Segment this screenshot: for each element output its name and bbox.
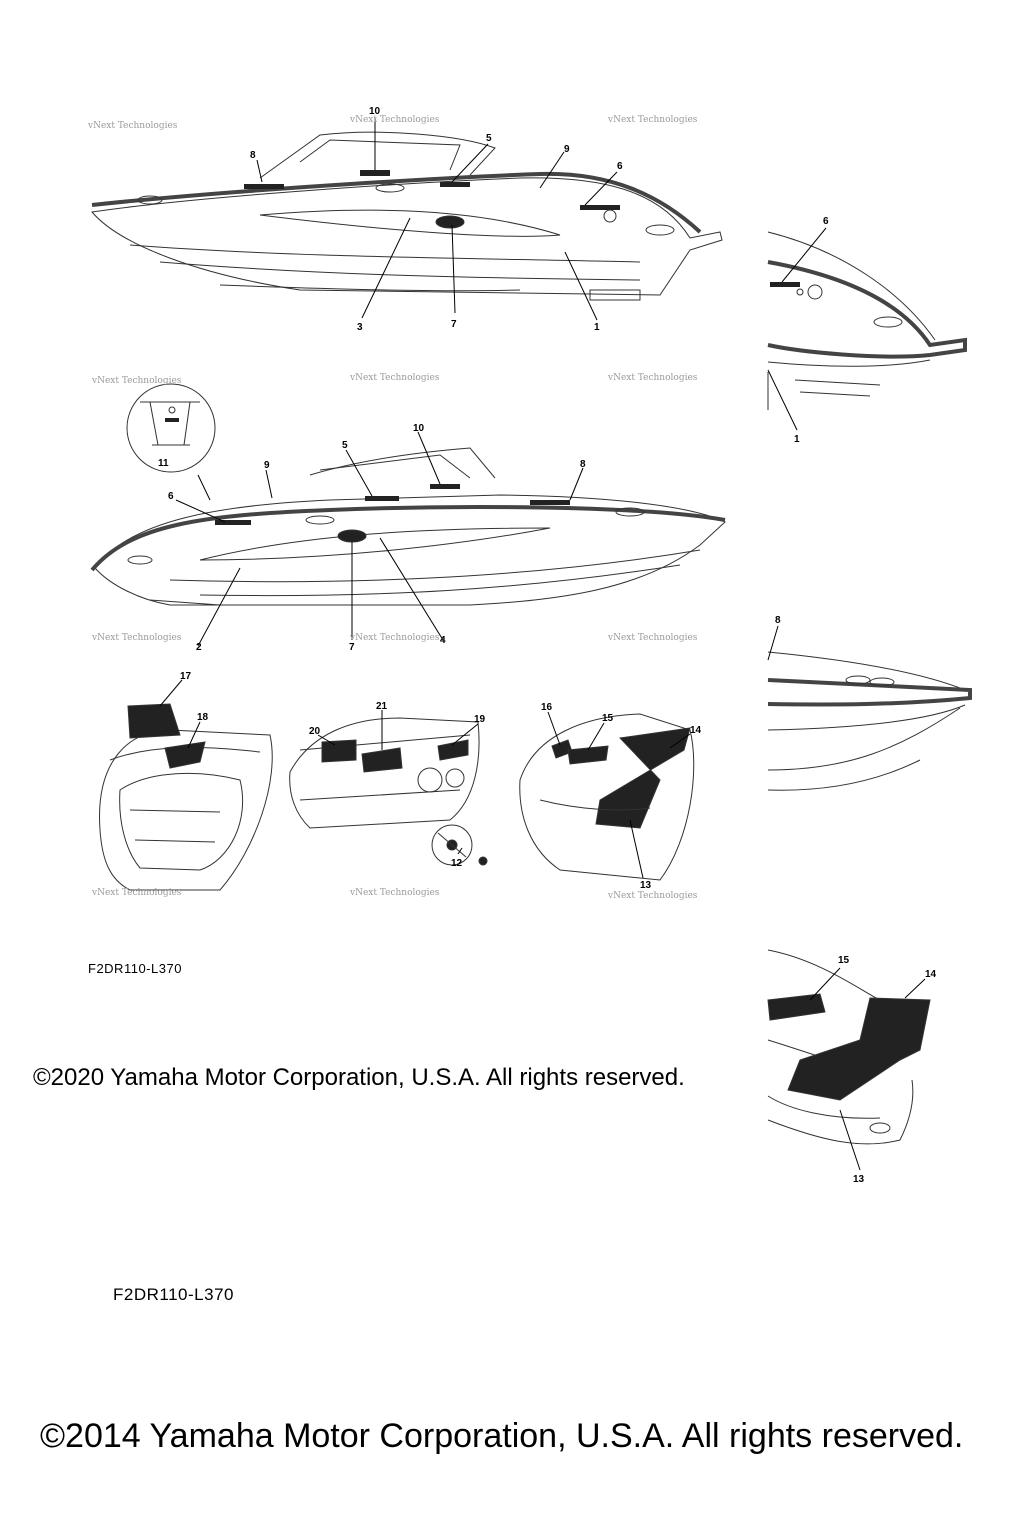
callout-19: 19 <box>474 714 486 725</box>
top-detail-leaders <box>767 227 827 431</box>
callout-12: 12 <box>451 858 463 869</box>
callout-14-detail: 14 <box>925 969 937 980</box>
callout-8: 8 <box>250 150 256 161</box>
callout-1-detail: 1 <box>794 434 800 445</box>
diagram-code: F2DR110-L370 <box>88 961 182 976</box>
callout-10: 10 <box>369 106 381 117</box>
watermark: vNext Technologies <box>607 891 698 901</box>
interior-callouts: 17 18 21 19 20 12 16 15 14 13 <box>180 671 702 891</box>
top-detail-illustration <box>767 231 967 410</box>
mid-boat-callouts: 11 9 6 5 10 8 2 7 4 <box>158 423 586 653</box>
watermark: vNext Technologies <box>349 115 440 125</box>
callout-6: 6 <box>617 161 623 172</box>
watermark: vNext Technologies <box>349 373 440 383</box>
watermark: vNext Technologies <box>91 633 182 643</box>
interior-leaders <box>159 679 691 879</box>
callout-5-mid: 5 <box>342 440 348 451</box>
watermark: vNext Technologies <box>91 376 182 386</box>
watermark: vNext Technologies <box>607 115 698 125</box>
callout-15-detail: 15 <box>838 955 850 966</box>
callout-2: 2 <box>196 642 202 653</box>
callout-20: 20 <box>309 726 321 737</box>
callout-13-detail: 13 <box>853 1174 865 1185</box>
callout-7-mid: 7 <box>349 642 355 653</box>
top-boat-illustration <box>91 131 723 301</box>
watermark: vNext Technologies <box>607 373 698 383</box>
mid-detail-callouts: 8 <box>775 615 781 626</box>
callout-1: 1 <box>594 322 600 333</box>
watermark: vNext Technologies <box>349 888 440 898</box>
mid-detail-leaders <box>767 625 779 661</box>
watermark: vNext Technologies <box>349 633 440 643</box>
callout-6-detail: 6 <box>823 216 829 227</box>
mid-detail-illustration <box>767 651 972 791</box>
callout-7: 7 <box>451 319 457 330</box>
watermark: vNext Technologies <box>607 633 698 643</box>
callout-6-mid: 6 <box>168 491 174 502</box>
mid-boat-leaders <box>175 431 584 647</box>
callout-18: 18 <box>197 712 209 723</box>
callout-11: 11 <box>158 458 169 469</box>
callout-5: 5 <box>486 133 492 144</box>
watermarks: vNext Technologies vNext Technologies vN… <box>87 115 698 901</box>
callout-4: 4 <box>440 635 446 646</box>
deck-detail-callouts: 15 14 13 <box>838 955 937 1185</box>
callout-15: 15 <box>602 713 614 724</box>
callout-3: 3 <box>357 322 363 333</box>
top-detail-callouts: 6 1 <box>794 216 829 445</box>
callout-16: 16 <box>541 702 553 713</box>
callout-14: 14 <box>690 725 702 736</box>
top-boat-leaders <box>256 118 618 321</box>
callout-9-mid: 9 <box>264 460 270 471</box>
interior-left-illustration <box>99 703 273 891</box>
interior-right-illustration <box>519 713 695 881</box>
mid-boat-inset <box>126 383 216 473</box>
watermark: vNext Technologies <box>91 888 182 898</box>
callout-17: 17 <box>180 671 192 682</box>
callout-21: 21 <box>376 701 388 712</box>
watermark: vNext Technologies <box>87 121 178 131</box>
deck-detail-leaders <box>809 967 926 1171</box>
callout-10-mid: 10 <box>413 423 425 434</box>
copyright-notice: ©2020 Yamaha Motor Corporation, U.S.A. A… <box>33 1064 685 1091</box>
top-boat-callouts: 8 10 5 9 6 3 7 1 <box>250 106 623 333</box>
deck-detail-illustration <box>767 949 931 1145</box>
copyright-notice: ©2014 Yamaha Motor Corporation, U.S.A. A… <box>40 1417 964 1455</box>
diagram-code: F2DR110-L370 <box>113 1285 234 1304</box>
callout-8-mid: 8 <box>580 459 586 470</box>
callout-9: 9 <box>564 144 570 155</box>
interior-center-illustration <box>289 717 488 866</box>
callout-8-detail: 8 <box>775 615 781 626</box>
mid-boat-illustration <box>90 447 726 606</box>
callout-13: 13 <box>640 880 652 891</box>
